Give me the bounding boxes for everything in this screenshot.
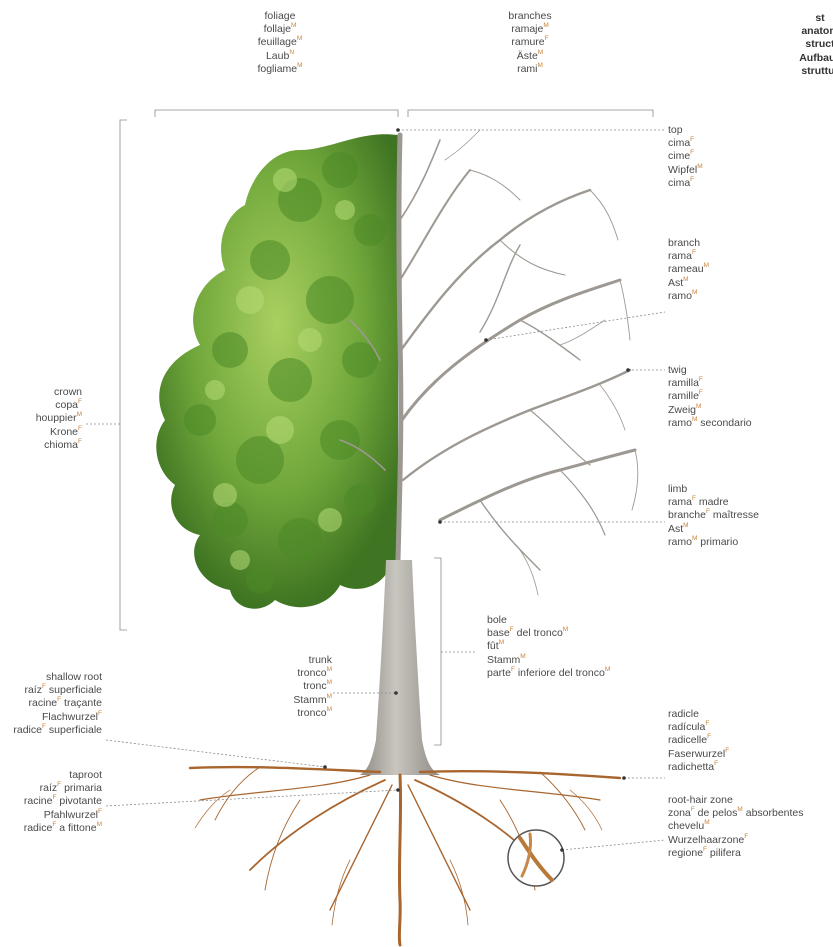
trunk-term-0: trunk — [250, 654, 332, 667]
structure-term-2: struct — [780, 38, 833, 51]
crown-term-1: copaF — [0, 399, 82, 412]
bole-term-2: fûtM — [487, 640, 610, 653]
radicle-term-1: radículaF — [668, 721, 729, 734]
root-hair-detail — [508, 830, 564, 886]
top-term-0: top — [668, 124, 703, 137]
foliage-term-1: follajeM — [230, 23, 330, 36]
limb-term-1: ramaF madre — [668, 496, 759, 509]
foliage-crown — [156, 134, 398, 609]
twig-term-3: ZweigM — [668, 404, 752, 417]
crown-term-4: chiomaF — [0, 439, 82, 452]
shallow-root-term-2: racineF traçante — [0, 697, 102, 710]
branches-term-2: ramureF — [480, 36, 580, 49]
bole-term-0: bole — [487, 614, 610, 627]
shallow-root-term-0: shallow root — [0, 671, 102, 684]
taproot-term-3: PfahlwurzelF — [0, 809, 102, 822]
structure-term-1: anatom — [780, 25, 833, 38]
taproot-term-0: taproot — [0, 769, 102, 782]
label-structure: stanatomstructAufbauMstruttur — [780, 12, 833, 78]
twig-term-2: ramilleF — [668, 390, 752, 403]
foliage-term-3: LaubN — [230, 50, 330, 63]
shallow-root-term-3: FlachwurzelF — [0, 711, 102, 724]
radicle-term-2: radicelleF — [668, 734, 729, 747]
limb-term-4: ramoM primario — [668, 536, 759, 549]
taproot-term-4: radiceF a fittoneM — [0, 822, 102, 835]
crown-term-2: houppierM — [0, 412, 82, 425]
root-hair-zone-term-2: cheveluM — [668, 820, 804, 833]
bole-term-3: StammM — [487, 654, 610, 667]
crown-term-0: crown — [0, 386, 82, 399]
root-hair-zone-term-0: root-hair zone — [668, 794, 804, 807]
branch-term-4: ramoM — [668, 290, 709, 303]
bole-term-4: parteF inferiore del troncoM — [487, 667, 610, 680]
taproot-term-2: racineF pivotante — [0, 795, 102, 808]
twig-term-4: ramoM secondario — [668, 417, 752, 430]
branches-term-1: ramajeM — [480, 23, 580, 36]
structure-term-0: st — [780, 12, 833, 25]
trunk-term-4: troncoM — [250, 707, 332, 720]
bole-term-1: baseF del troncoM — [487, 627, 610, 640]
foliage-term-4: fogliameM — [230, 63, 330, 76]
twig-term-0: twig — [668, 364, 752, 377]
branch-term-0: branch — [668, 237, 709, 250]
trunk-term-1: troncoM — [250, 667, 332, 680]
top-term-4: cimaF — [668, 177, 703, 190]
foliage-term-0: foliage — [230, 10, 330, 23]
branch-term-3: AstM — [668, 277, 709, 290]
trunk-term-3: StammM — [250, 694, 332, 707]
trunk-shape — [360, 560, 440, 775]
limb-term-2: brancheF maîtresse — [668, 509, 759, 522]
structure-term-4: struttur — [780, 65, 833, 78]
shallow-root-term-4: radiceF superficiale — [0, 724, 102, 737]
twig-term-1: ramillaF — [668, 377, 752, 390]
top-term-1: cimaF — [668, 137, 703, 150]
radicle-term-4: radichettaF — [668, 761, 729, 774]
shallow-root-term-1: raízF superficiale — [0, 684, 102, 697]
branches-term-3: ÄsteM — [480, 50, 580, 63]
radicle-term-0: radicle — [668, 708, 729, 721]
taproot-term-1: raízF primaria — [0, 782, 102, 795]
top-term-3: WipfelM — [668, 164, 703, 177]
root-hair-zone-term-4: regioneF pilifera — [668, 847, 804, 860]
root-hair-zone-term-3: WurzelhaarzoneF — [668, 834, 804, 847]
limb-term-3: AstM — [668, 523, 759, 536]
trunk-term-2: troncM — [250, 680, 332, 693]
crown-term-3: KroneF — [0, 426, 82, 439]
branches-term-0: branches — [480, 10, 580, 23]
structure-term-3: AufbauM — [780, 52, 833, 65]
root-hair-zone-term-1: zonaF de pelosM absorbentes — [668, 807, 804, 820]
foliage-term-2: feuillageM — [230, 36, 330, 49]
branches-term-4: ramiM — [480, 63, 580, 76]
radicle-term-3: FaserwurzelF — [668, 748, 729, 761]
limb-term-0: limb — [668, 483, 759, 496]
